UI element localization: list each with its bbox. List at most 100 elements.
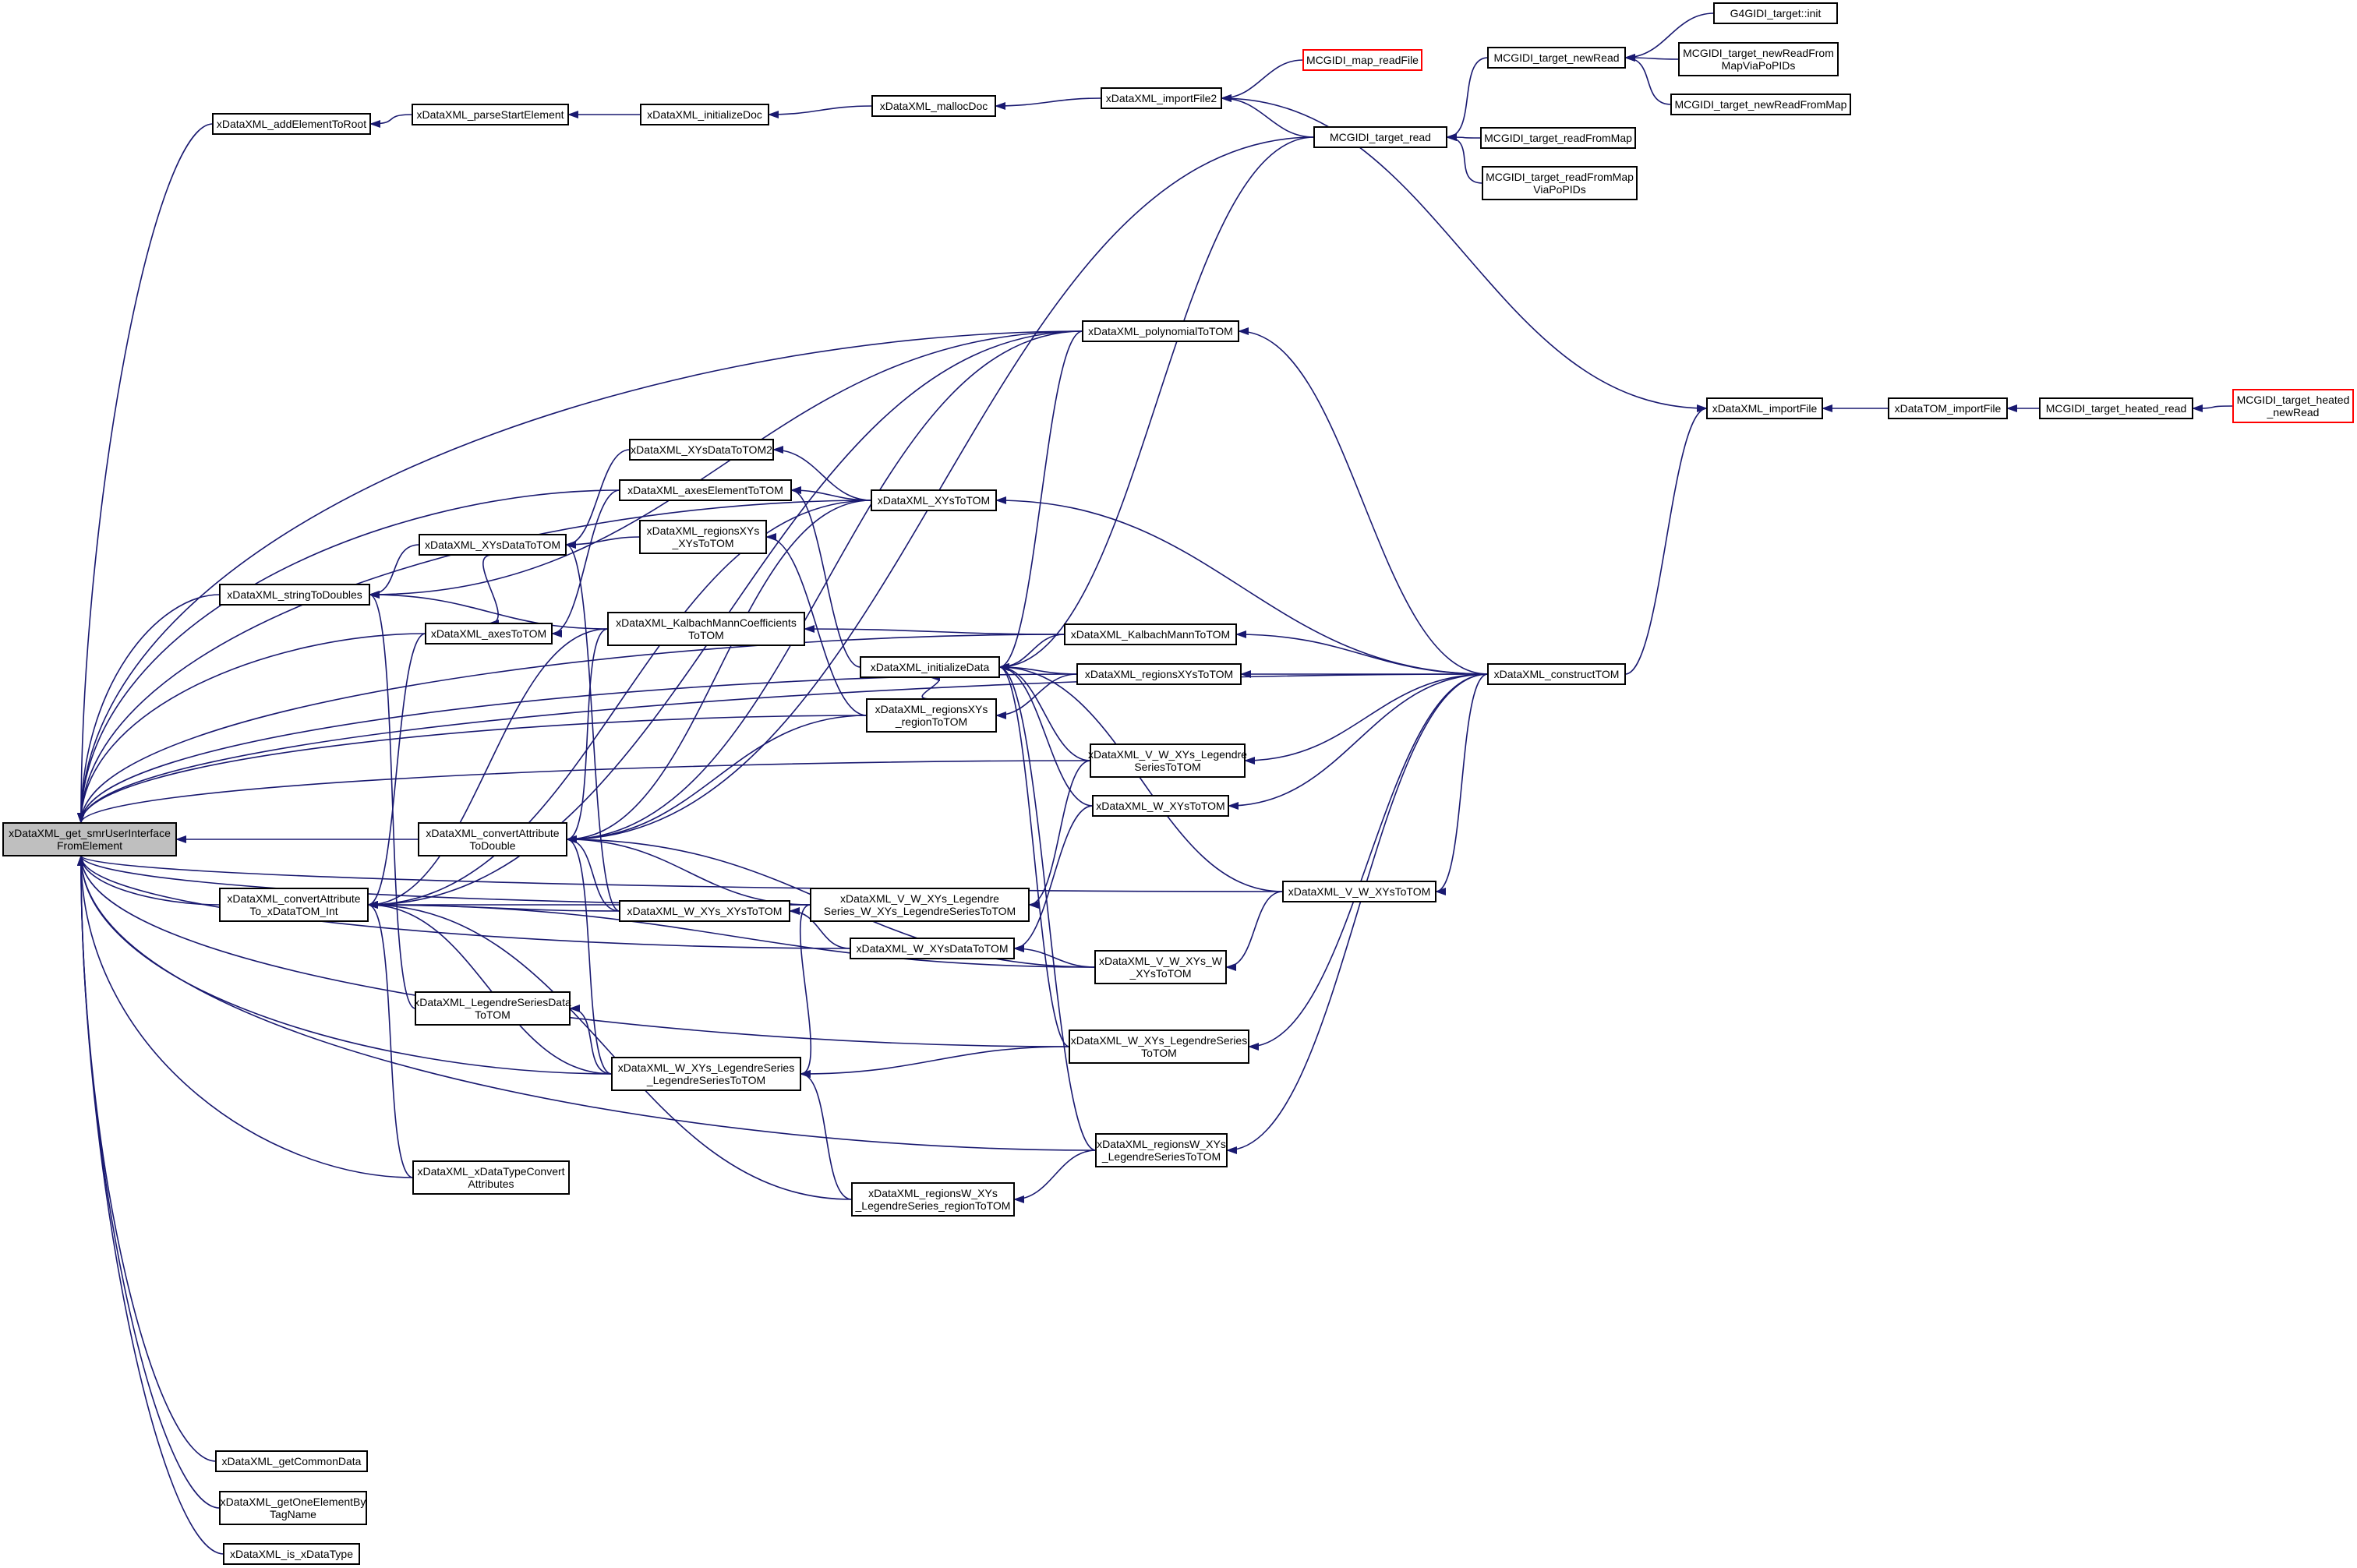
node-label: xDataXML_V_W_XYs_Legendre [1088,748,1247,761]
node-label: _LegendreSeriesToTOM [646,1074,765,1086]
node-addelementtoroot[interactable]: xDataXML_addElementToRoot [212,113,371,135]
node-box [1678,42,1839,76]
node-polynomialtotom[interactable]: xDataXML_polynomialToTOM [1082,320,1239,342]
node-w-xys-legendreseries-legendreseriestotom[interactable]: xDataXML_W_XYs_LegendreSeries_LegendreSe… [611,1057,801,1091]
edge-axeselementtotom-to-root [76,489,620,824]
node-box [1313,126,1447,148]
node-mallocdoc[interactable]: xDataXML_mallocDoc [871,95,996,117]
edge-constructtom-to-w-xystotom [1228,673,1489,810]
node-box [871,95,996,117]
edge-w-xystotom-to-initializedata [998,663,1094,807]
node-xysdatatotom[interactable]: xDataXML_XYsDataToTOM [419,534,567,556]
edge-xystotom-to-xysdatatotom2 [772,446,872,501]
node-getcommondata[interactable]: xDataXML_getCommonData [215,1450,368,1472]
node-is-xdatatype[interactable]: xDataXML_is_xDataType [223,1543,360,1565]
node-box [810,888,1030,922]
node-w-xystotom[interactable]: xDataXML_W_XYsToTOM [1092,795,1229,817]
node-w-xys-xystotom[interactable]: xDataXML_W_XYs_XYsToTOM [619,900,790,922]
node-label: xDataXML_regionsW_XYs [1097,1138,1226,1150]
node-regionsw-xys-legendreseriestotom[interactable]: xDataXML_regionsW_XYs_LegendreSeriesToTO… [1095,1133,1228,1167]
node-kalbachmanntotom[interactable]: xDataXML_KalbachMannToTOM [1064,623,1237,645]
node-xysdatatotom2[interactable]: xDataXML_XYsDataToTOM2 [629,439,774,461]
edge-kalbachmanntotom-to-root [76,634,1065,824]
edge-constructtom-to-polynomialtotom [1238,327,1489,675]
node-w-xysdatatotom[interactable]: xDataXML_W_XYsDataToTOM [850,938,1015,959]
edge-w-xys-legendreseries-legendreseriestotom-to-convertattributetodouble [566,835,613,1075]
node-box [412,104,569,125]
node-heated-read[interactable]: MCGIDI_target_heated_read [2039,397,2193,419]
node-regionsxystotom[interactable]: xDataXML_regionsXYsToTOM [1076,663,1242,685]
node-tom-importfile[interactable]: xDataTOM_importFile [1888,397,2008,419]
node-label: ToTOM [475,1008,511,1021]
edge-w-xys-xystotom-to-xysdatatotom [565,541,620,912]
node-label: MapViaPoPIDs [1722,59,1796,72]
edge-g4init-to-target-newread [1624,12,1715,62]
edge-addelementtoroot-to-root [76,123,214,824]
edge-kalbachmanncoefficientstotom-to-convertattributeto-xdatatom-int [367,628,609,909]
node-constructtom[interactable]: xDataXML_constructTOM [1487,663,1626,685]
edge-w-xys-legendreseriestotom-to-w-xys-legendreseries-legendreseriestotom [800,1046,1070,1078]
node-v-w-xystotom[interactable]: xDataXML_V_W_XYsToTOM [1282,881,1436,902]
edge-w-xys-legendreseries-legendreseriestotom-to-convertattributeto-xdatatom-int [367,901,613,1075]
node-box [1888,397,2008,419]
node-regionsxys-xystotom[interactable]: xDataXML_regionsXYs_XYsToTOM [639,520,767,554]
node-v-w-xys-legendreseries-w-xys-legendreseriestotom[interactable]: xDataXML_V_W_XYs_LegendreSeries_W_XYs_Le… [810,888,1030,922]
node-box [607,612,805,646]
edge-target-read-to-initializedata [998,136,1315,671]
node-stringtodoubles[interactable]: xDataXML_stringToDoubles [219,584,370,606]
node-initializedata[interactable]: xDataXML_initializeData [860,656,1000,678]
node-box [1487,663,1626,685]
edge-regionsxys-regiontotom-to-convertattributetodouble [566,715,868,843]
node-parsestartelement[interactable]: xDataXML_parseStartElement [412,104,569,125]
node-target-read[interactable]: MCGIDI_target_read [1313,126,1447,148]
node-label: xDataXML_axesToTOM [431,627,546,640]
node-box [1094,950,1227,984]
node-map-readfile[interactable]: MCGIDI_map_readFile [1302,49,1422,71]
edge-w-xystotom-to-w-xysdatatotom [1013,805,1094,952]
node-regionsxys-regiontotom[interactable]: xDataXML_regionsXYs_regionToTOM [866,698,997,733]
node-box [418,822,567,856]
edge-initializedata-to-axeselementtotom [790,486,861,668]
node-label: xDataXML_V_W_XYs_W [1099,955,1223,967]
node-box [1480,127,1636,149]
node-label: ToTOM [688,629,724,641]
node-label: xDataXML_V_W_XYs_Legendre [840,892,999,905]
node-importfile2[interactable]: xDataXML_importFile2 [1101,87,1222,109]
node-readfrommap[interactable]: MCGIDI_target_readFromMap [1480,127,1636,149]
edge-axeselementtotom-to-axestotom [551,489,620,637]
node-label: xDataXML_LegendreSeriesData [414,996,571,1008]
edge-v-w-xys-legendreseries-w-xys-legendreseriestotom-to-convertattributetodouble [566,835,811,906]
node-heated-newread[interactable]: MCGIDI_target_heated_newRead [2232,389,2354,423]
node-g4init[interactable]: G4GIDI_target::init [1713,2,1838,24]
node-label: xDataXML_axesElementToTOM [627,484,783,496]
edge-axestotom-to-convertattributeto-xdatatom-int [367,633,426,909]
node-box [223,1543,360,1565]
node-axeselementtotom[interactable]: xDataXML_axesElementToTOM [619,479,792,501]
node-importfile[interactable]: xDataXML_importFile [1706,397,1823,419]
node-label: FromElement [57,839,122,852]
node-label: xDataXML_convertAttribute [426,827,559,839]
node-initializedoc[interactable]: xDataXML_initializeDoc [640,104,769,125]
edge-importfile2-to-mallocdoc [995,97,1102,110]
node-axestotom[interactable]: xDataXML_axesToTOM [425,623,553,645]
node-target-newread[interactable]: MCGIDI_target_newRead [1487,47,1626,69]
node-label: xDataXML_V_W_XYsToTOM [1288,885,1431,898]
node-regionsw-xys-legendreseries-regiontotom[interactable]: xDataXML_regionsW_XYs_LegendreSeries_reg… [851,1182,1015,1217]
node-v-w-xys-w-xystotom[interactable]: xDataXML_V_W_XYs_W_XYsToTOM [1094,950,1227,984]
node-label: xDataXML_initializeDoc [647,108,762,121]
node-xystotom[interactable]: xDataXML_XYsToTOM [871,489,997,511]
node-box [1095,1133,1228,1167]
node-v-w-xys-legendreseriestotom[interactable]: xDataXML_V_W_XYs_LegendreSeriesToTOM [1088,743,1247,778]
edge-v-w-xys-legendreseriestotom-to-root [77,760,1091,824]
node-newreadfrommap[interactable]: MCGIDI_target_newReadFromMap [1670,94,1851,115]
node-w-xys-legendreseriestotom[interactable]: xDataXML_W_XYs_LegendreSeriesToTOM [1069,1029,1249,1064]
